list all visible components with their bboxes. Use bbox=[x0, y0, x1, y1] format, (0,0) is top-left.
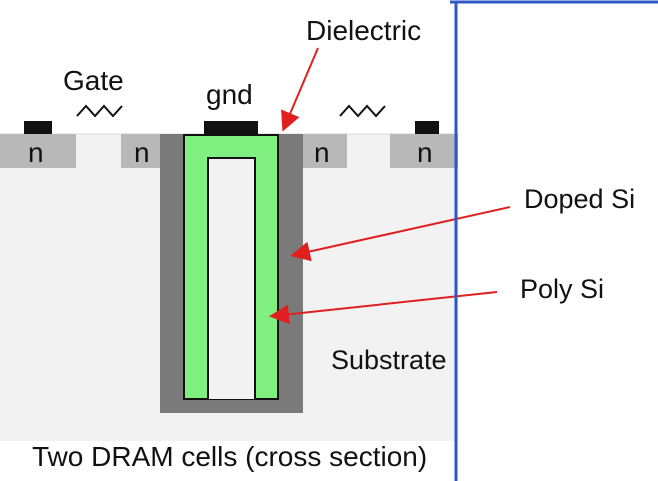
contact-right bbox=[415, 121, 439, 134]
contact-left bbox=[24, 121, 52, 134]
caption-label: Two DRAM cells (cross section) bbox=[32, 441, 427, 472]
doped-si-label: Doped Si bbox=[524, 184, 635, 214]
n-region-label-2: n bbox=[134, 137, 150, 168]
gnd-contact bbox=[204, 121, 258, 134]
gate-symbol-right bbox=[339, 104, 386, 118]
n-region-label-1: n bbox=[28, 137, 44, 168]
doped-si-arrow bbox=[290, 206, 511, 262]
gnd-label: gnd bbox=[206, 79, 253, 110]
trench-center-cut bbox=[209, 159, 254, 399]
dielectric-label: Dielectric bbox=[306, 15, 421, 46]
poly-si-arrow bbox=[269, 291, 498, 325]
n-region-4 bbox=[390, 134, 458, 168]
gate-symbol-left bbox=[76, 104, 123, 118]
substrate-label: Substrate bbox=[331, 345, 447, 375]
n-region-label-4: n bbox=[417, 137, 433, 168]
poly-si-label: Poly Si bbox=[520, 274, 604, 304]
n-region-label-3: n bbox=[314, 137, 330, 168]
gate-label: Gate bbox=[63, 65, 124, 96]
dielectric-arrow bbox=[281, 47, 319, 132]
n-region-1 bbox=[0, 134, 76, 168]
